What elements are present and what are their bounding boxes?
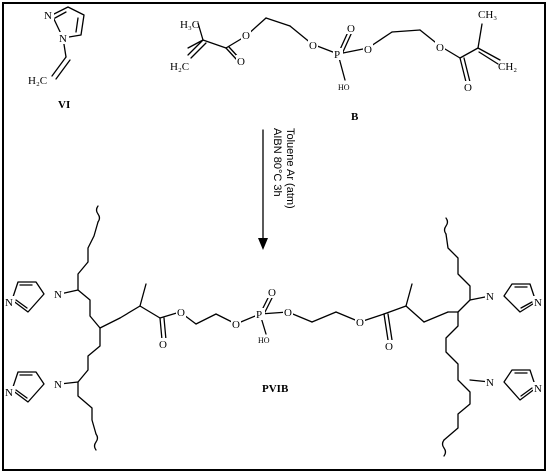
vi-compound-label: VI xyxy=(58,99,70,111)
pvib-carbonyl-o-right: O xyxy=(385,341,393,353)
b-carbonyl-o-right: O xyxy=(464,82,472,94)
b-ch3-left-label: H₃C xyxy=(180,19,199,31)
b-ether-o-left: O xyxy=(309,40,317,52)
b-ether-o-right: O xyxy=(364,44,372,56)
pvib-hydroxyl: HO xyxy=(258,336,270,345)
pvib-im1-n1: N xyxy=(54,289,62,301)
pvib-phosphoryl-o: O xyxy=(268,287,276,299)
pvib-im2-n3: N xyxy=(5,387,13,399)
pvib-compound-label: PVIB xyxy=(262,383,289,395)
pvib-im3-n3: N xyxy=(534,297,542,309)
vi-n3-atom: N xyxy=(44,10,52,22)
vi-n1-atom: N xyxy=(59,33,67,45)
pvib-phosphorus: P xyxy=(256,309,262,321)
pvib-im4-n1: N xyxy=(486,377,494,389)
b-phosphoryl-o: O xyxy=(347,23,355,35)
figure-frame xyxy=(2,2,546,471)
pvib-carbonyl-o-left: O xyxy=(159,339,167,351)
conditions-line-1: AIBN 80°C 3h xyxy=(271,128,283,197)
b-carbonyl-o-left: O xyxy=(237,56,245,68)
pvib-ester-o-left: O xyxy=(177,307,185,319)
pvib-ester-o-right: O xyxy=(356,317,364,329)
pvib-ether-o-right: O xyxy=(284,307,292,319)
b-ch2-left-label: H₂C xyxy=(170,61,189,73)
b-hydroxyl: HO xyxy=(338,83,350,92)
pvib-im4-n3: N xyxy=(534,383,542,395)
b-ester-o-left: O xyxy=(242,30,250,42)
b-ch2-right-label: CH₂ xyxy=(498,61,517,73)
b-ch3-right-label: CH₃ xyxy=(478,9,497,21)
pvib-im2-n1: N xyxy=(54,379,62,391)
conditions-line-2: Toluene Ar (atm) xyxy=(284,128,296,209)
b-phosphorus: P xyxy=(334,49,340,61)
pvib-structure: N N N N O O O O P HO O O O N N N N xyxy=(4,205,544,457)
pvib-ether-o-left: O xyxy=(232,319,240,331)
pvib-im1-n3: N xyxy=(5,297,13,309)
b-compound-label: B xyxy=(351,111,359,123)
reaction-conditions: AIBN 80°C 3h Toluene Ar (atm) xyxy=(271,128,296,209)
vinylimidazole-structure: N N H₂C xyxy=(28,6,85,87)
crosslinker-b-structure: H₃C H₂C O O O O P HO O O O CH₃ CH₂ xyxy=(170,9,517,94)
reaction-arrow xyxy=(258,129,268,250)
b-ester-o-right: O xyxy=(436,42,444,54)
vi-ch2-label: H₂C xyxy=(28,75,47,87)
pvib-im3-n1: N xyxy=(486,291,494,303)
